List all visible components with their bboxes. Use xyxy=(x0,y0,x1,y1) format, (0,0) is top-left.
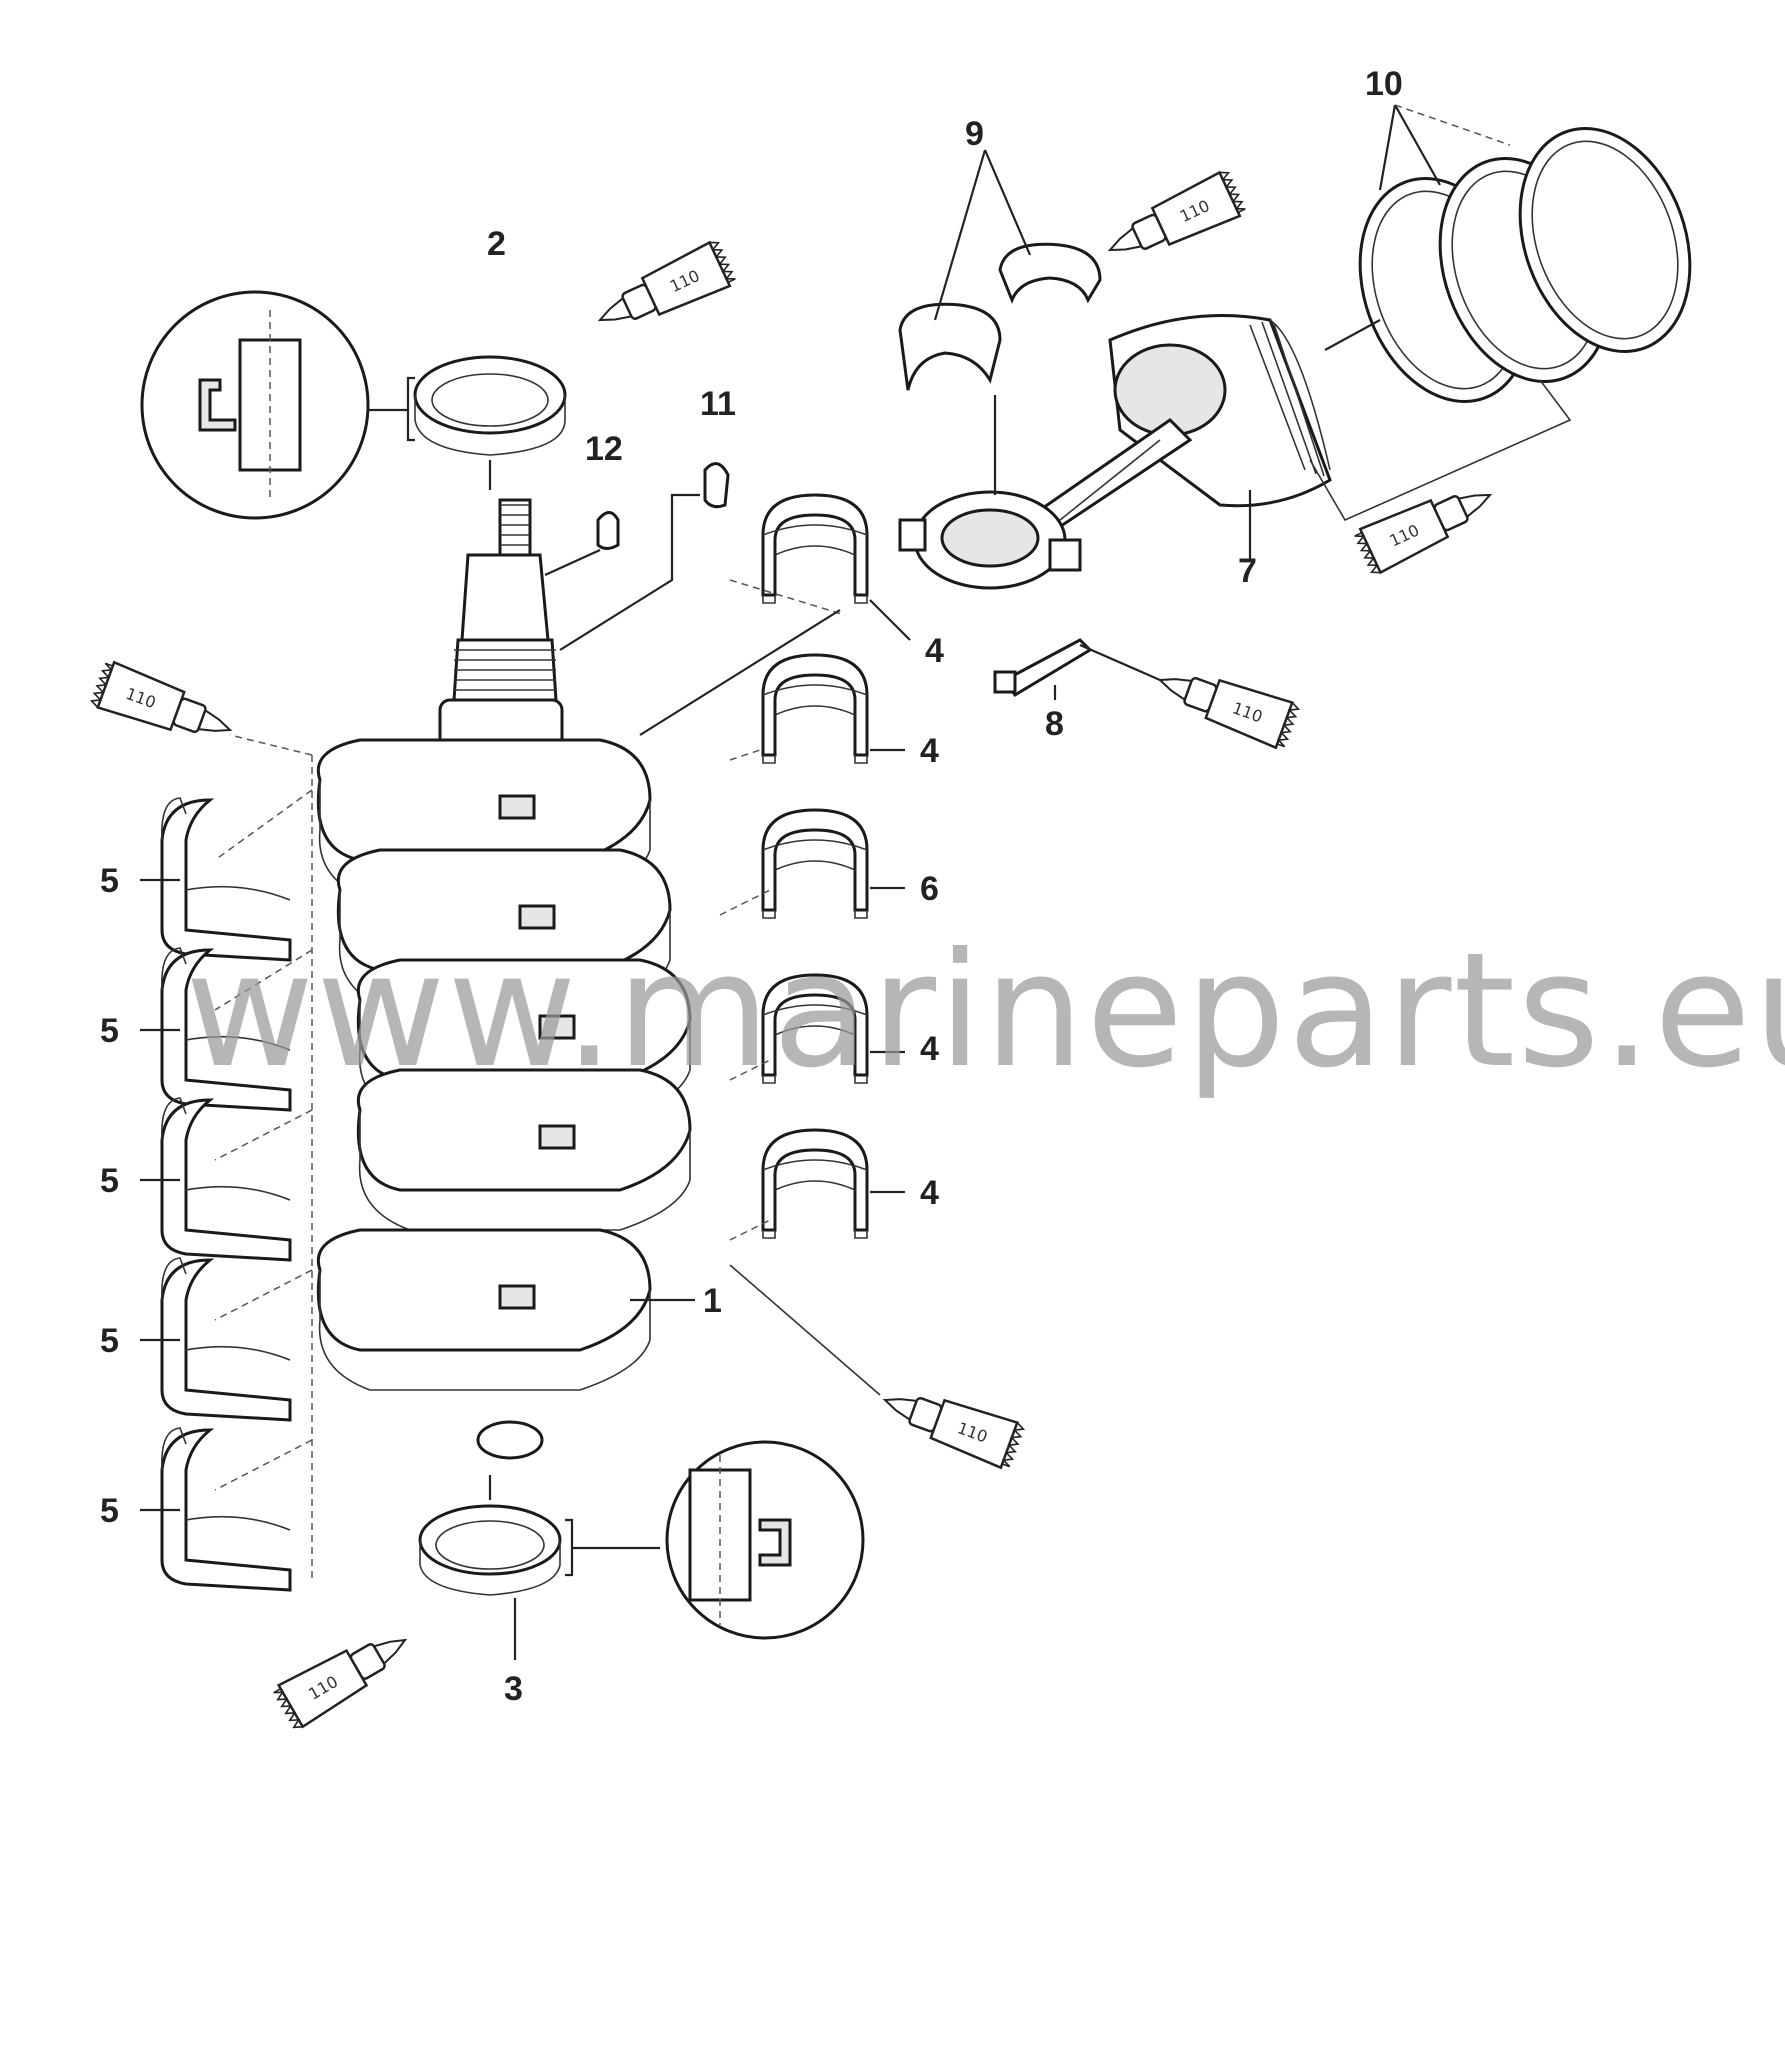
woodruff-key-11 xyxy=(559,462,730,651)
callout-12: 12 xyxy=(585,430,623,468)
main-bearing-shells-left xyxy=(140,734,313,1592)
callout-3: 3 xyxy=(504,1670,523,1708)
callout-2: 2 xyxy=(487,225,506,263)
main-bearing-shells-right xyxy=(639,493,911,1241)
upper-oil-seal xyxy=(345,355,567,490)
callout-5: 5 xyxy=(100,1492,119,1530)
callout-10: 10 xyxy=(1365,65,1403,103)
callout-6: 6 xyxy=(920,870,939,908)
callout-8: 8 xyxy=(1045,705,1064,743)
callout-numbers: 1 2 3 4 4 4 4 5 5 5 5 5 6 7 8 9 10 11 12 xyxy=(100,65,1403,1708)
rod-bearing-shells xyxy=(898,149,1102,495)
crankshaft xyxy=(316,498,692,1460)
callout-4: 4 xyxy=(920,732,939,770)
watermark-text: www.marineparts.eu xyxy=(185,919,1785,1103)
callout-9: 9 xyxy=(965,115,984,153)
lubricant-tubes: 110 110 110 110 110 110 110 xyxy=(88,167,1502,1733)
callout-5: 5 xyxy=(100,1162,119,1200)
callout-4: 4 xyxy=(920,1030,939,1068)
callout-7: 7 xyxy=(1238,552,1257,590)
callout-5: 5 xyxy=(100,1322,119,1360)
lower-seal-detail-circle xyxy=(665,1440,865,1640)
callout-11: 11 xyxy=(700,385,736,423)
callout-1: 1 xyxy=(703,1282,722,1320)
piston-rings xyxy=(1309,104,1692,522)
callout-5: 5 xyxy=(100,862,119,900)
callout-4: 4 xyxy=(925,632,944,670)
callout-4: 4 xyxy=(920,1174,939,1212)
piston-and-connecting-rod xyxy=(898,314,1332,590)
connecting-rod-bolt xyxy=(993,638,1161,700)
callout-5: 5 xyxy=(100,1012,119,1050)
lower-oil-seal xyxy=(418,1475,660,1660)
upper-seal-detail-circle xyxy=(140,290,370,520)
woodruff-key-12 xyxy=(544,511,620,577)
